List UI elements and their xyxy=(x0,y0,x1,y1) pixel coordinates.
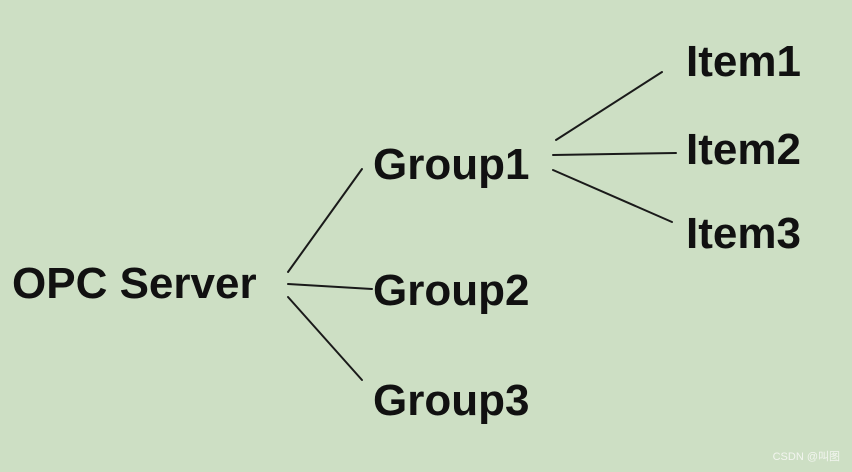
node-group3: Group3 xyxy=(373,376,530,425)
edge-group1-item1 xyxy=(555,71,663,141)
node-item1: Item1 xyxy=(686,37,801,86)
watermark-text: CSDN @叫图 xyxy=(772,451,840,463)
node-opc-server: OPC Server xyxy=(12,259,257,308)
node-group1: Group1 xyxy=(373,140,530,189)
edge-group1-item2 xyxy=(552,152,677,156)
edge-server-group1 xyxy=(287,168,363,273)
node-item2: Item2 xyxy=(686,125,801,174)
node-item3: Item3 xyxy=(686,209,801,258)
edge-group1-item3 xyxy=(552,169,673,223)
node-group2: Group2 xyxy=(373,266,530,315)
edge-server-group2 xyxy=(287,283,373,290)
edge-server-group3 xyxy=(287,296,363,381)
